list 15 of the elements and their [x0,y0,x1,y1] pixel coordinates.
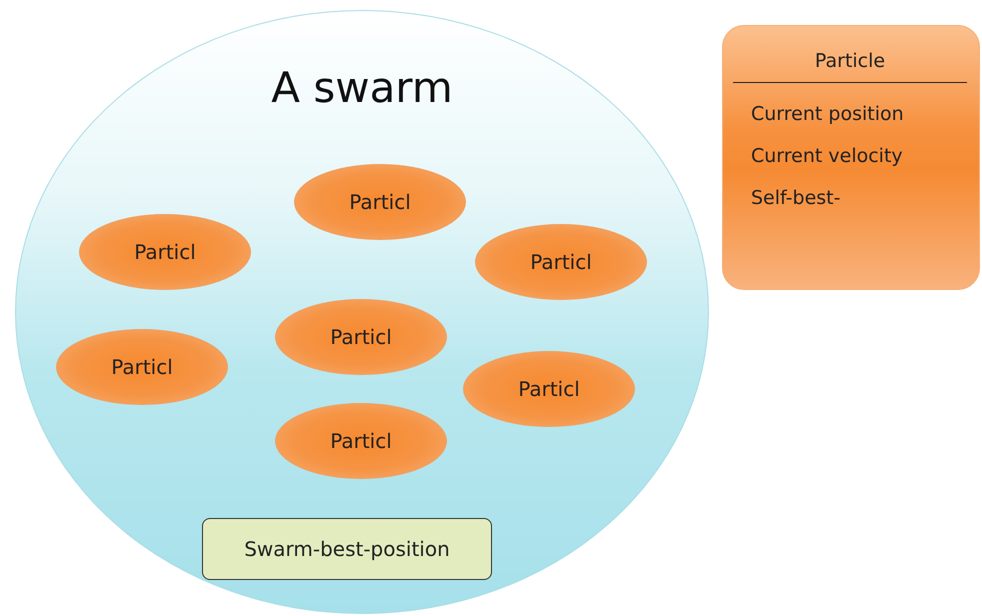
particle-label: Particl [330,429,392,453]
particle-label: Particl [111,355,173,379]
particle-label: Particl [349,190,411,214]
attribute-text: Current position [751,103,905,125]
swarm-title: A swarm [270,63,454,112]
best-position-box [202,518,492,580]
particle-label: Particl [134,240,196,264]
particle-card [722,25,980,290]
particle-label: Particl [330,325,392,349]
particle-label: Particl [530,250,592,274]
attribute-text: Self-best- [751,187,842,209]
particle-label: Particl [518,377,580,401]
best-position-label: Swarm-best-position [244,537,450,561]
card-heading: Particle [733,50,967,83]
attribute-text: Current velocity [751,145,904,167]
